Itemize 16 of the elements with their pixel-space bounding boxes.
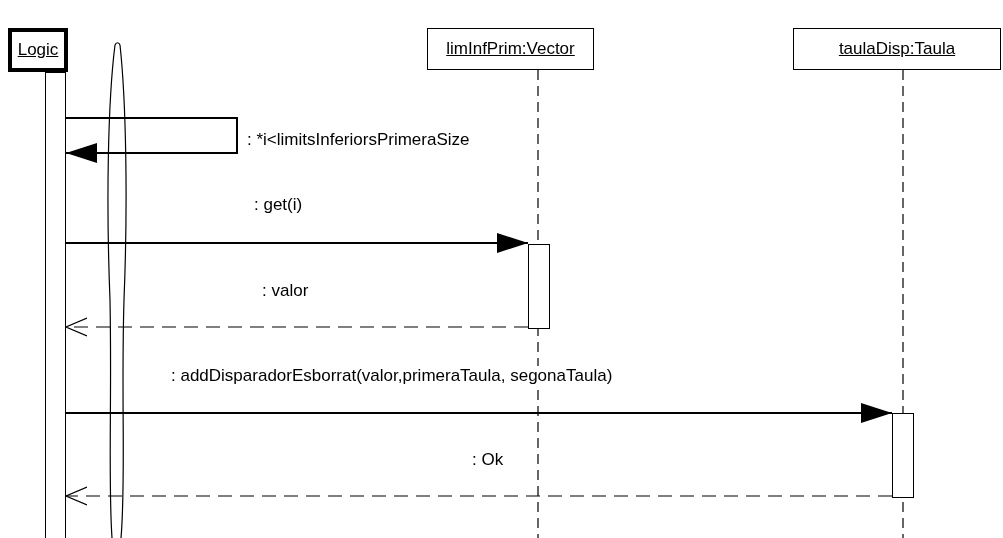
object-box — [427, 28, 594, 70]
object-box — [793, 28, 1001, 70]
message-arrow — [65, 317, 529, 337]
activation-bar — [528, 244, 550, 329]
activation-bar — [892, 413, 914, 498]
object-box — [8, 28, 68, 72]
message-label: : addDisparadorEsborrat(valor,primeraTaula, segonaTaula) — [170, 366, 614, 386]
message-arrow — [65, 117, 238, 163]
message-arrow — [65, 403, 893, 423]
message-arrow — [65, 233, 529, 253]
message-label: : get(i) — [253, 195, 304, 215]
object-name: Logic — [17, 40, 59, 60]
object-name: limInfPrim:Vector — [446, 39, 575, 59]
message-arrow — [65, 486, 893, 506]
activation-bar — [45, 72, 66, 538]
object-name: taulaDisp:Taula — [838, 39, 956, 59]
